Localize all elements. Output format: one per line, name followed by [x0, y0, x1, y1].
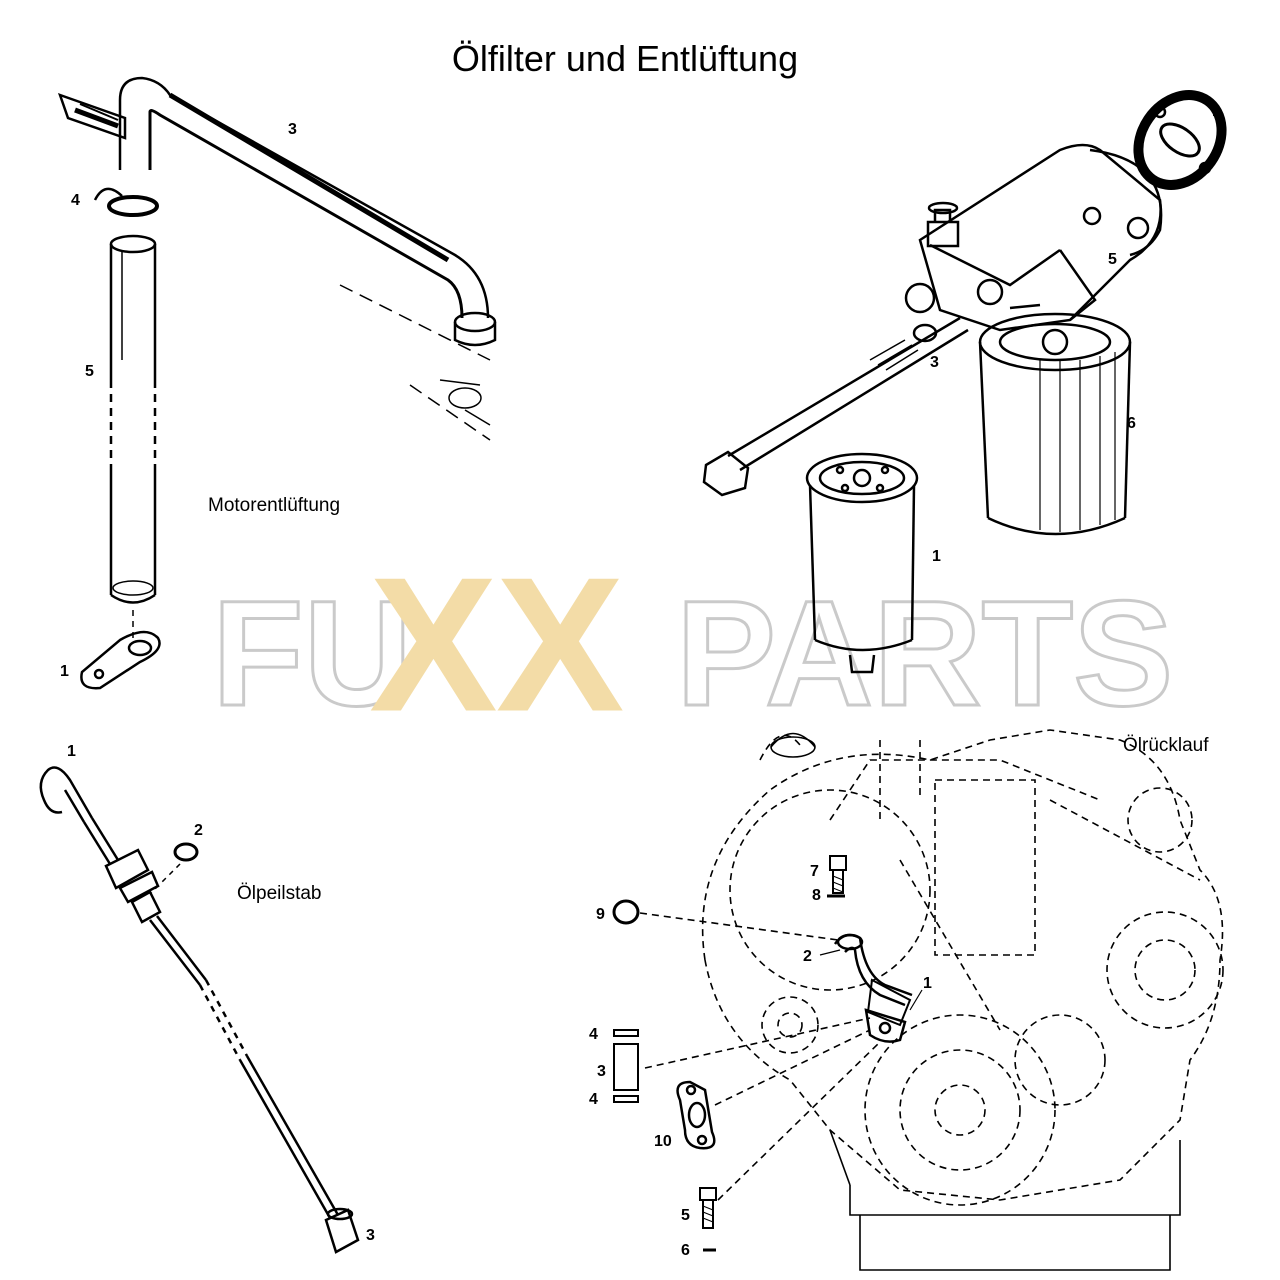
return-fitting[interactable] — [864, 1008, 907, 1043]
engine-fragment — [339, 284, 491, 441]
hose-clamp — [93, 187, 159, 217]
oil-filter-callouts: 1 5 3 6 1 — [930, 103, 1221, 565]
callout-2: 2 — [803, 948, 812, 965]
washer-9 — [612, 899, 640, 925]
callout-1: 1 — [60, 663, 69, 680]
callout-7: 7 — [810, 863, 819, 880]
callout-3: 3 — [288, 121, 297, 138]
oil-filter-group — [702, 90, 1227, 674]
callout-1: 1 — [67, 743, 76, 760]
breather-group — [57, 76, 497, 690]
dipstick[interactable] — [39, 766, 360, 1254]
center-bolt[interactable] — [702, 316, 969, 497]
bolt-7 — [829, 855, 847, 894]
filter-canister[interactable] — [978, 312, 1132, 536]
return-pipe[interactable] — [833, 933, 913, 1027]
filter-head[interactable] — [904, 143, 1163, 332]
callout-4-upper: 4 — [589, 1026, 598, 1043]
callout-8: 8 — [812, 887, 821, 904]
dipstick-group — [39, 766, 360, 1254]
caption-motorentlueftung: Motorentlüftung — [208, 495, 341, 516]
callout-6: 6 — [681, 1242, 690, 1259]
pipe-clamp — [57, 92, 127, 140]
callout-5: 5 — [85, 363, 94, 380]
watermark-fu: FU — [212, 569, 412, 737]
callout-4-lower: 4 — [589, 1091, 598, 1108]
filter-cartridge[interactable] — [805, 452, 919, 674]
callout-4: 4 — [71, 192, 80, 209]
stud-4-lower — [613, 1095, 639, 1103]
callout-10: 10 — [654, 1133, 672, 1150]
breather-hose[interactable] — [109, 234, 157, 604]
stud-4-upper — [613, 1029, 639, 1037]
breather-callouts: 3 4 5 1 — [60, 121, 297, 680]
engine-base — [770, 732, 1181, 1271]
bolt-5 — [699, 1187, 717, 1229]
dipstick-washer — [173, 842, 199, 862]
caption-oelpeilstab: Ölpeilstab — [237, 883, 322, 904]
callout-3: 3 — [597, 1063, 606, 1080]
gasket-10 — [676, 1080, 716, 1150]
callout-3: 3 — [930, 354, 939, 371]
dipstick-callouts: 1 2 3 — [67, 743, 375, 1244]
callout-1-cartridge: 1 — [932, 548, 941, 565]
callout-9: 9 — [596, 906, 605, 923]
watermark-parts: PARTS — [676, 569, 1173, 737]
callout-6: 6 — [1127, 415, 1136, 432]
sleeve-3 — [613, 1043, 639, 1091]
callout-1: 1 — [923, 975, 932, 992]
callout-1-gasket: 1 — [1212, 103, 1221, 120]
engine-outline — [701, 729, 1224, 1206]
callout-2: 2 — [194, 822, 203, 839]
watermark-xx: XX — [370, 539, 623, 751]
callout-3: 3 — [366, 1227, 375, 1244]
callout-5: 5 — [1108, 251, 1117, 268]
caption-oelruecklauf: Ölrücklauf — [1123, 735, 1209, 756]
breather-pipe[interactable] — [118, 76, 497, 347]
flange-plate — [80, 630, 161, 690]
watermark: FU XX PARTS — [211, 539, 1175, 752]
oil-return-group — [612, 729, 1224, 1271]
callout-5: 5 — [681, 1207, 690, 1224]
oil-return-callouts: 1 2 3 4 4 5 6 7 8 9 10 — [589, 863, 932, 1259]
page-title: Ölfilter und Entlüftung — [451, 38, 799, 79]
gasket — [1133, 90, 1227, 190]
